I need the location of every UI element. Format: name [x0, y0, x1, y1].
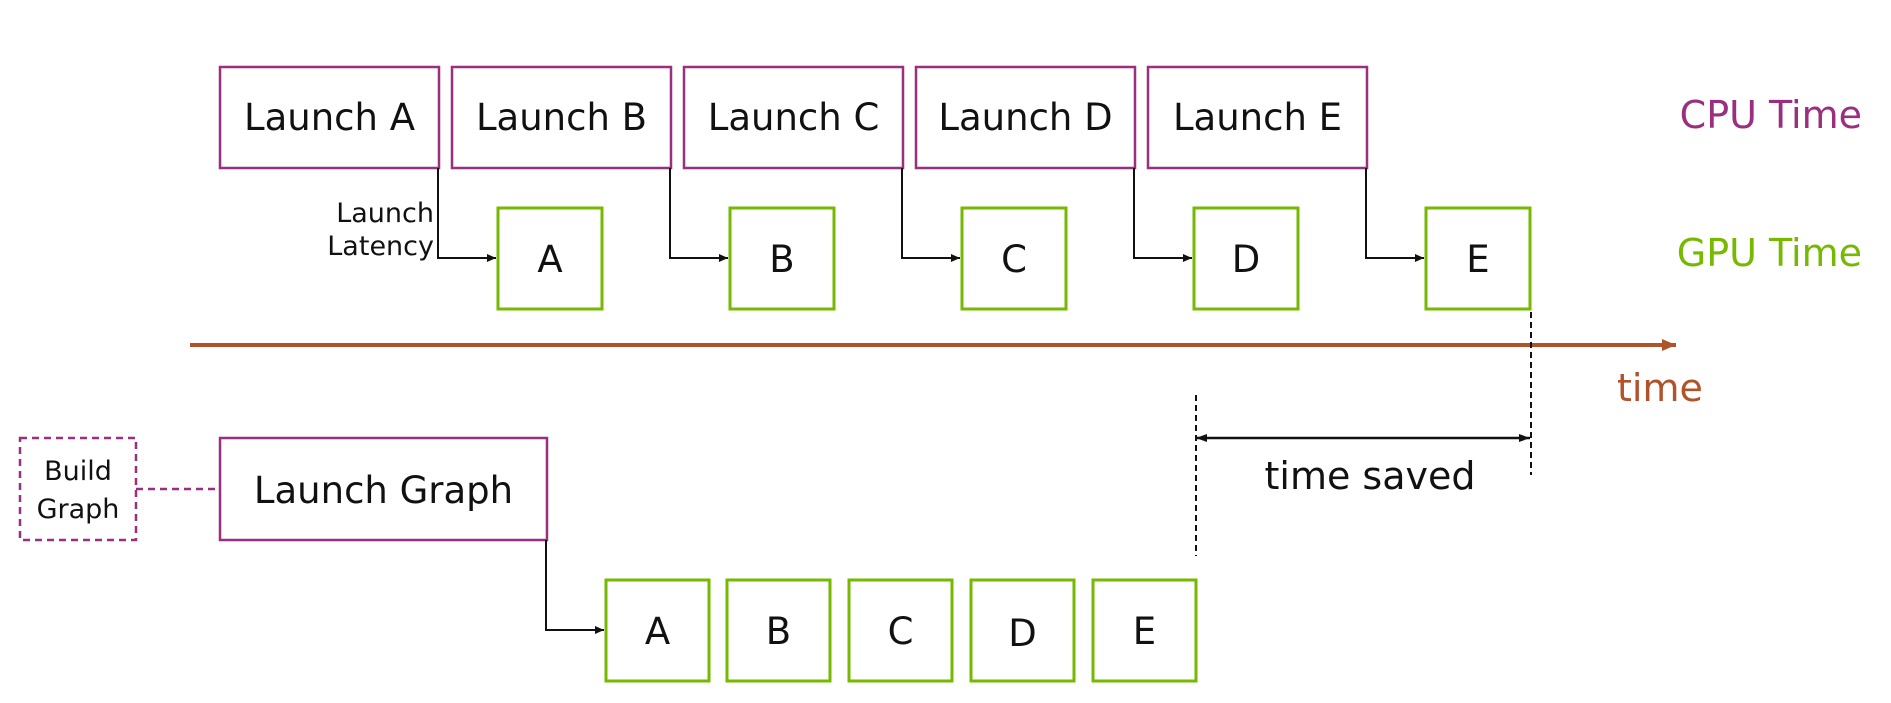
cpu-launch-a: Launch A [218, 65, 441, 170]
cpu-launch-row: Launch A Launch B Launch C Launch D Laun… [218, 65, 1369, 170]
graph-kernel-d-label: D [1008, 612, 1037, 655]
cpu-time-legend: CPU Time [1680, 93, 1862, 137]
latency-label-line1: Launch [336, 198, 434, 229]
gpu-kernel-e: E [1424, 206, 1532, 311]
gpu-time-legend: GPU Time [1677, 231, 1862, 275]
cpu-launch-a-label: Launch A [244, 96, 415, 139]
launch-latency-label: Launch Latency [327, 198, 434, 262]
graph-kernel-c-label: C [888, 610, 914, 653]
cpu-launch-d: Launch D [914, 65, 1137, 170]
launch-graph-box: Launch Graph [218, 436, 549, 542]
gpu-kernel-b-label: B [769, 238, 794, 281]
connector-a [437, 168, 496, 262]
graph-kernel-e: E [1091, 578, 1198, 683]
connector-d [1133, 168, 1192, 262]
gpu-kernel-a: A [496, 206, 604, 311]
cpu-launch-b: Launch B [450, 65, 673, 170]
graph-kernel-d: D [969, 578, 1076, 683]
launch-connectors [437, 168, 1424, 262]
gpu-kernel-d: D [1192, 206, 1300, 311]
cpu-launch-c: Launch C [682, 65, 905, 170]
build-graph-line1: Build [44, 456, 112, 487]
time-saved-label: time saved [1264, 454, 1475, 498]
latency-label-line2: Latency [327, 231, 434, 262]
graph-kernel-row: A B C D E [604, 578, 1198, 683]
gpu-kernel-row: A B C D E [496, 206, 1532, 311]
graph-launch-connector [545, 540, 604, 634]
gpu-kernel-e-label: E [1466, 238, 1489, 281]
graph-kernel-e-label: E [1133, 610, 1156, 653]
connector-e [1365, 168, 1424, 262]
gpu-kernel-d-label: D [1232, 238, 1261, 281]
graph-kernel-b: B [725, 578, 832, 683]
graph-kernel-b-label: B [766, 610, 791, 653]
graph-kernel-a-label: A [645, 610, 670, 653]
cpu-launch-b-label: Launch B [476, 96, 647, 139]
build-graph-box: Build Graph [18, 436, 138, 542]
gpu-kernel-a-label: A [537, 238, 562, 281]
cpu-launch-e: Launch E [1146, 65, 1369, 170]
build-graph-line2: Graph [37, 494, 120, 525]
graph-kernel-a: A [604, 578, 711, 683]
cpu-launch-c-label: Launch C [708, 96, 880, 139]
gpu-kernel-c-label: C [1001, 238, 1027, 281]
gpu-kernel-b: B [728, 206, 836, 311]
time-label: time [1617, 366, 1703, 410]
gpu-kernel-c: C [960, 206, 1068, 311]
time-saved-indicator: time saved [1195, 312, 1532, 556]
connector-c [901, 168, 960, 262]
graph-kernel-c: C [847, 578, 954, 683]
launch-graph-label: Launch Graph [254, 469, 513, 512]
cpu-launch-d-label: Launch D [938, 96, 1112, 139]
connector-b [669, 168, 728, 262]
cpu-launch-e-label: Launch E [1173, 96, 1342, 139]
